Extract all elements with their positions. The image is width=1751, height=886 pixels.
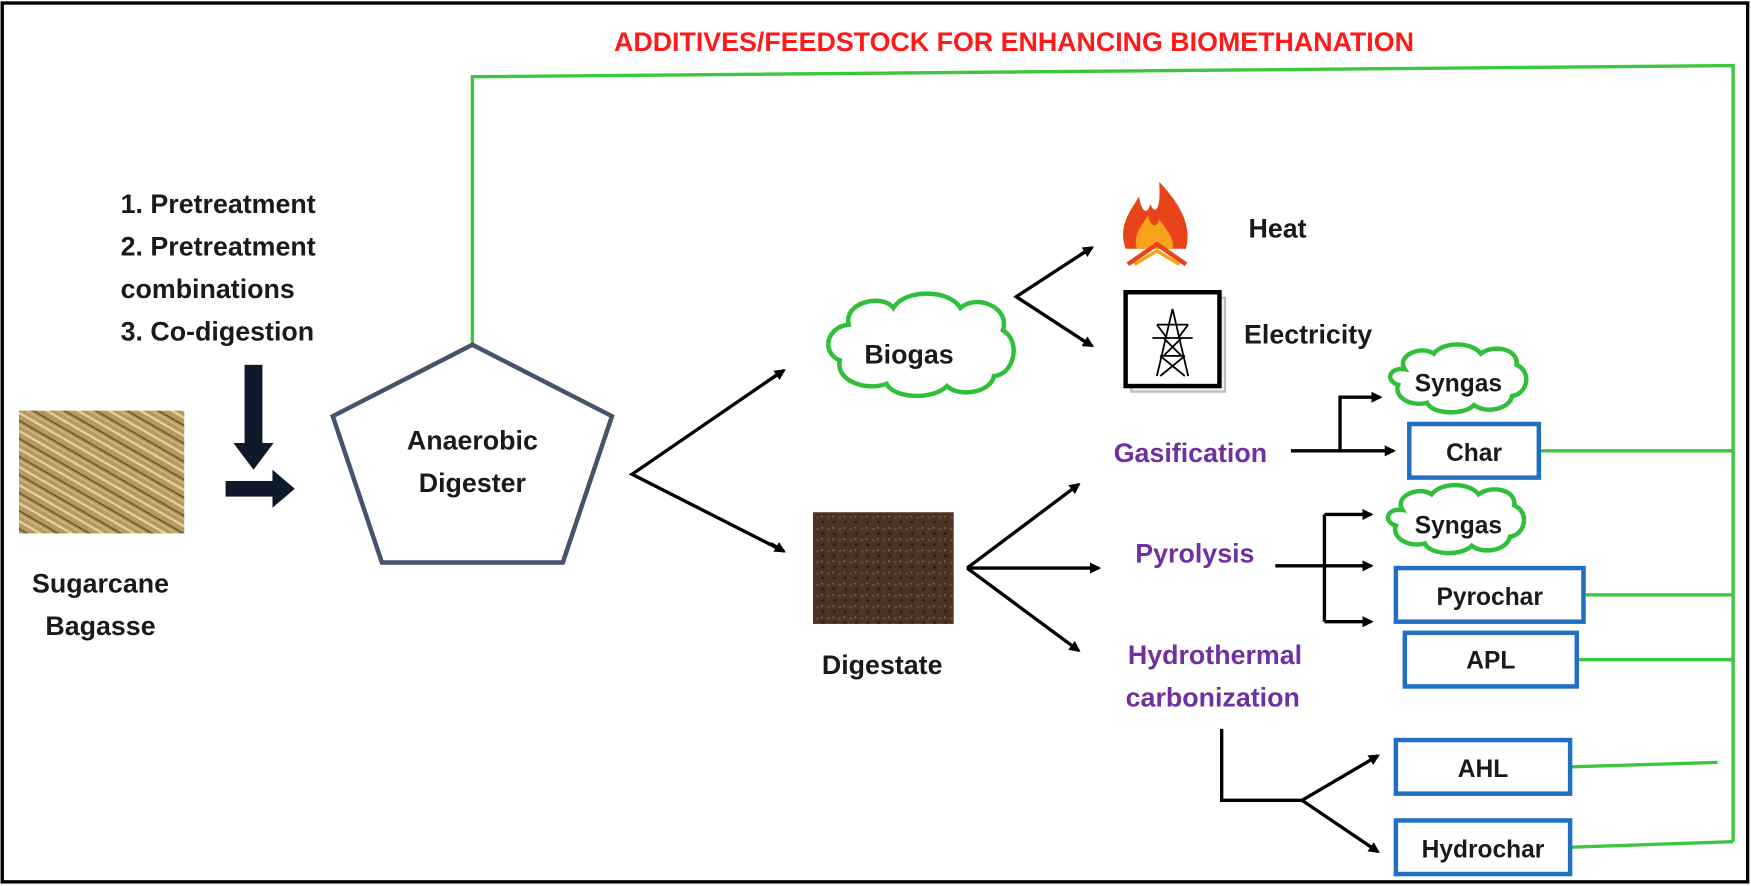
strategy-item: 3. Co-digestion xyxy=(121,316,315,346)
gasification-syngas-label: Syngas xyxy=(1415,371,1502,398)
biogas-use-lines xyxy=(1013,247,1091,347)
gasification-syngas-cloud xyxy=(1388,342,1529,415)
strategy-item: 1. Pretreatment xyxy=(121,189,316,219)
strategy-item: combinations xyxy=(121,274,295,304)
strategy-item: 2. Pretreatment xyxy=(121,231,316,261)
apl-box xyxy=(1402,630,1580,689)
arrow-to-htc xyxy=(966,566,1081,653)
hydrochar-label: Hydrochar xyxy=(1422,836,1545,863)
pyrolysis-syngas-cloud xyxy=(1385,482,1527,556)
gasification-label: Gasification xyxy=(1114,438,1267,468)
feedback-loop-lines xyxy=(470,63,1735,849)
down-block-arrow-icon xyxy=(233,364,274,470)
htc-label: carbonization xyxy=(1126,683,1300,713)
arrow-to-biogas xyxy=(769,369,786,381)
htc-branch-arrows xyxy=(1220,728,1380,854)
char-box xyxy=(1407,421,1542,480)
char-label: Char xyxy=(1446,440,1502,467)
pyrolysis-label: Pyrolysis xyxy=(1135,538,1254,568)
bagasse-image xyxy=(18,410,185,534)
feedstock-label: Sugarcane xyxy=(32,569,169,599)
fire-icon xyxy=(1123,181,1188,267)
pyrochar-label: Pyrochar xyxy=(1436,584,1543,611)
pyrolysis-syngas-label: Syngas xyxy=(1415,512,1502,539)
ahl-label: AHL xyxy=(1458,756,1508,783)
apl-label: APL xyxy=(1466,648,1515,675)
arrow-to-heat xyxy=(1080,246,1095,257)
hydrochar-box xyxy=(1393,818,1573,877)
power-tower-icon xyxy=(1123,290,1227,393)
right-block-arrow-icon xyxy=(225,469,295,508)
pyrolysis-branch-arrows xyxy=(1275,508,1374,628)
heat-label: Heat xyxy=(1248,214,1306,244)
feedback-main-line xyxy=(470,63,1735,842)
digestate-label: Digestate xyxy=(822,650,943,680)
arrow-to-gasification xyxy=(966,482,1081,570)
pyrochar-box xyxy=(1393,565,1586,624)
arrow-to-digestate xyxy=(769,541,786,553)
htc-label: Hydrothermal xyxy=(1128,640,1302,670)
feedstock-label: Bagasse xyxy=(45,611,155,641)
anaerobic-digester-pentagon xyxy=(330,342,615,565)
digester-output-lines xyxy=(628,370,783,552)
arrow-to-electricity xyxy=(1080,336,1095,348)
electricity-label: Electricity xyxy=(1244,320,1372,350)
biogas-cloud xyxy=(826,291,1016,399)
gasification-branch-arrows xyxy=(1290,391,1396,457)
digester-label: Digester xyxy=(419,468,527,498)
feedback-hydrochar-line xyxy=(1570,839,1734,849)
digestate-image xyxy=(812,512,954,624)
feedback-ahl-line xyxy=(1570,760,1718,769)
strategy-list: 1. Pretreatment 2. Pretreatment combinat… xyxy=(121,189,316,346)
biogas-label: Biogas xyxy=(864,340,953,370)
ahl-box xyxy=(1393,737,1573,796)
digester-label: Anaerobic xyxy=(407,426,538,456)
digestate-process-arrows xyxy=(966,482,1102,653)
diagram-title: ADDITIVES/FEEDSTOCK FOR ENHANCING BIOMET… xyxy=(614,27,1414,57)
